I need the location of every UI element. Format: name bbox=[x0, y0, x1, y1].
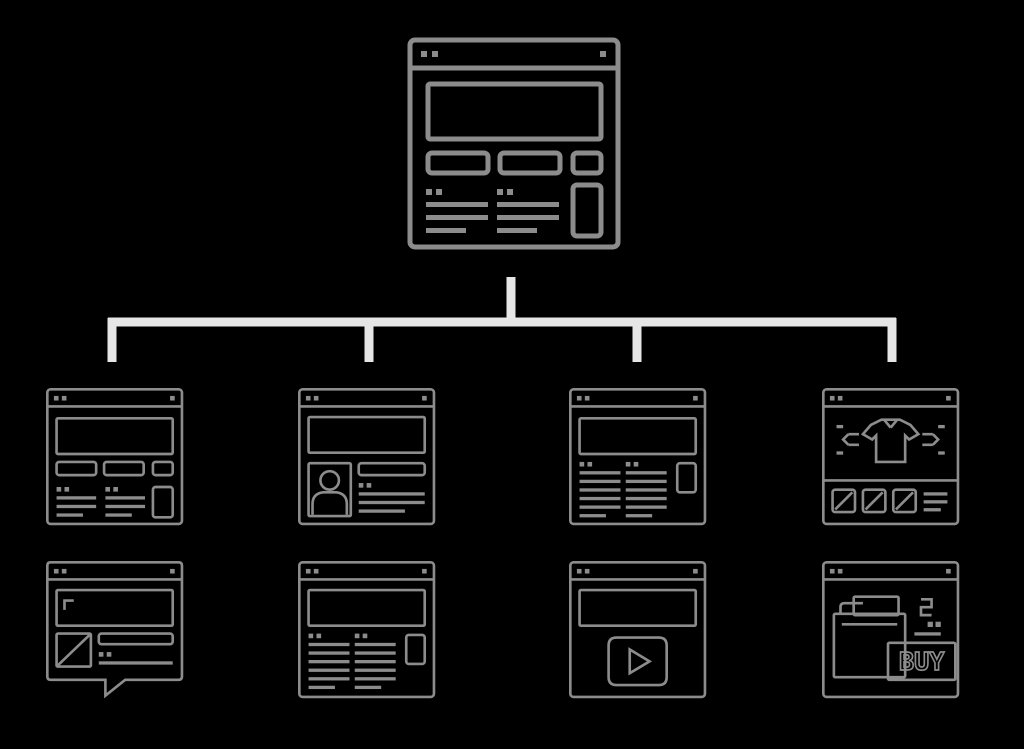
buy-button-label: BUY bbox=[899, 647, 944, 676]
homepage-wireframe-icon bbox=[407, 37, 621, 250]
product-page-wireframe-icon bbox=[822, 388, 960, 526]
landing-page-wireframe-icon bbox=[46, 388, 184, 526]
chat-page-wireframe-icon bbox=[46, 561, 184, 699]
article-page-wireframe-icon bbox=[569, 388, 707, 526]
blog-page-wireframe-icon bbox=[298, 561, 436, 699]
video-page-wireframe-icon bbox=[569, 561, 707, 699]
profile-page-wireframe-icon bbox=[298, 388, 436, 526]
shop-page-wireframe-icon: BUY bbox=[822, 561, 960, 699]
tree-connectors bbox=[107, 277, 897, 362]
